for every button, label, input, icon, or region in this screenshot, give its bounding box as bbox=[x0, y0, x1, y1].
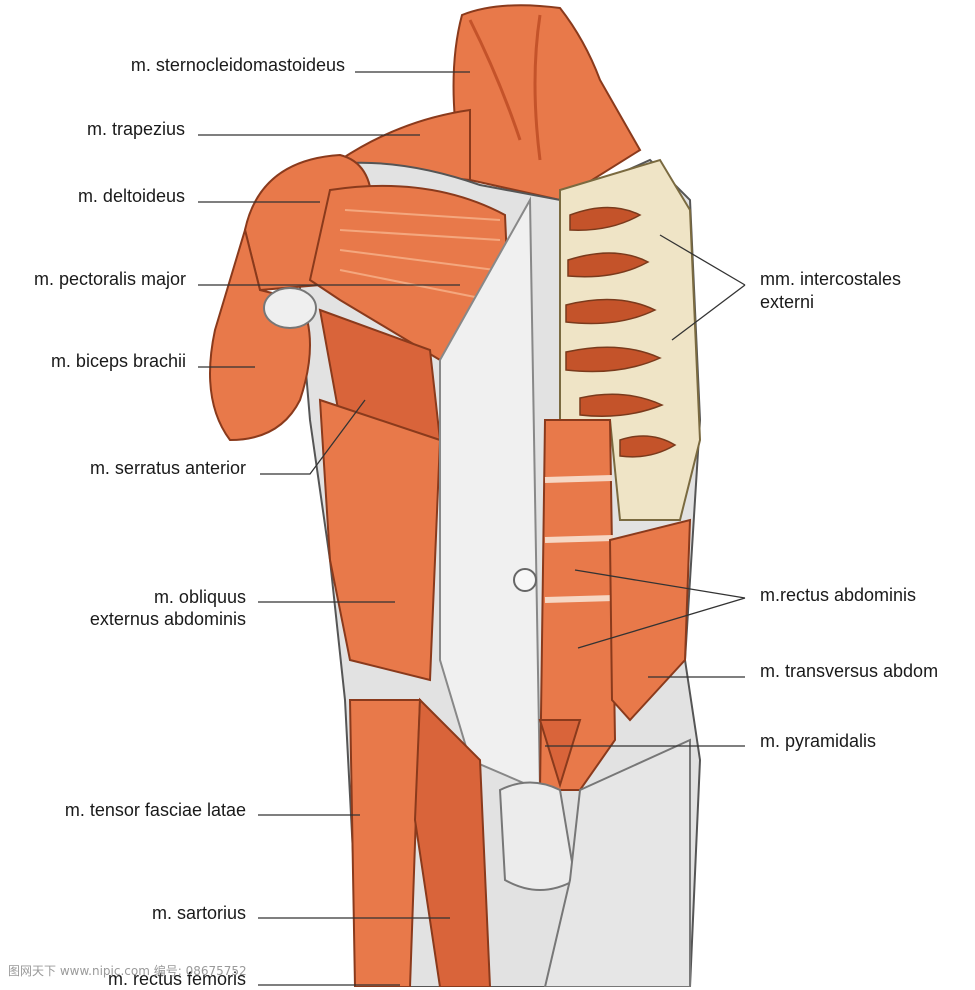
biceps-muscle bbox=[209, 226, 311, 442]
label-rectus-femoris: m. rectus femoris bbox=[107, 969, 246, 989]
label-pyramidalis: m. pyramidalis bbox=[760, 731, 877, 751]
label-sternocleidomastoideus: m. sternocleidomastoideus bbox=[130, 55, 345, 75]
leader-lines bbox=[198, 71, 746, 986]
rectus-abdominis-muscle bbox=[538, 419, 617, 791]
watermark: 图网天下 www.nipic.com 编号: 08675752 bbox=[8, 964, 247, 978]
label-obliquus-line1: m. obliquus bbox=[153, 587, 246, 607]
label-serratus-anterior: m. serratus anterior bbox=[89, 458, 246, 478]
label-trapezius: m. trapezius bbox=[86, 119, 185, 139]
label-deltoideus: m. deltoideus bbox=[77, 186, 185, 206]
label-sartorius: m. sartorius bbox=[151, 903, 246, 923]
label-rectus-abdominis: m.rectus abdominis bbox=[760, 585, 917, 605]
label-transversus: m. transversus abdom bbox=[760, 661, 939, 681]
label-obliquus-line2: externus abdominis bbox=[89, 609, 246, 629]
transversus-muscle bbox=[608, 518, 692, 722]
torso-figure bbox=[209, 4, 702, 987]
tensor-fasciae-latae-muscle bbox=[348, 699, 422, 987]
neck-muscles bbox=[452, 4, 642, 202]
pyramidalis-muscle bbox=[538, 719, 582, 789]
sartorius-muscle bbox=[413, 697, 492, 987]
label-intercostales-line2: externi bbox=[760, 292, 815, 312]
label-pectoralis-major: m. pectoralis major bbox=[33, 269, 186, 289]
label-biceps-brachii: m. biceps brachii bbox=[50, 351, 186, 371]
obliquus-muscle bbox=[318, 398, 442, 682]
label-intercostales-line1: mm. intercostales bbox=[760, 269, 902, 289]
label-tensor-fasciae-latae: m. tensor fasciae latae bbox=[64, 800, 246, 820]
